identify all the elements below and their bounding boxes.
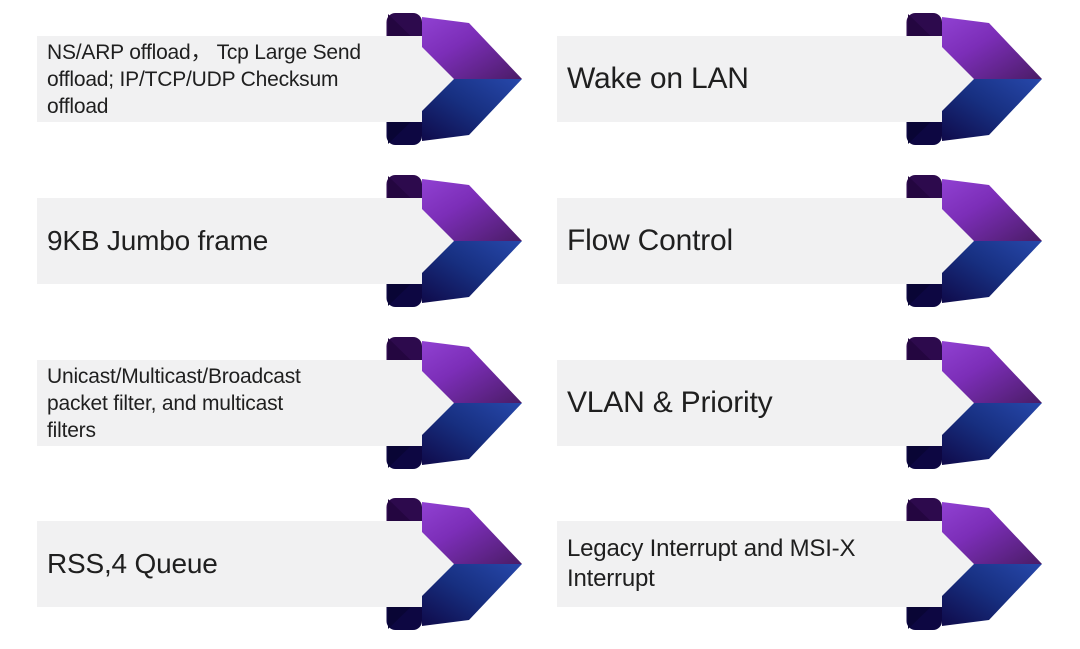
feature-bar: Flow Control: [557, 198, 907, 284]
feature-label: VLAN & Priority: [567, 386, 773, 419]
feature-label: Legacy Interrupt and MSI-X Interrupt: [567, 535, 856, 592]
feature-item: Legacy Interrupt and MSI-X Interrupt: [557, 497, 1043, 631]
feature-bar: RSS,4 Queue: [37, 521, 387, 607]
feature-item: NS/ARP offload， Tcp Large Send offload; …: [37, 12, 523, 146]
feature-bar: Unicast/Multicast/Broadcast packet filte…: [37, 360, 387, 446]
feature-bar: NS/ARP offload， Tcp Large Send offload; …: [37, 36, 387, 122]
feature-item: Flow Control: [557, 174, 1043, 308]
chevron-arrow-icon: [386, 498, 522, 630]
chevron-arrow-icon: [906, 498, 1042, 630]
feature-bar: Legacy Interrupt and MSI-X Interrupt: [557, 521, 907, 607]
feature-item: Wake on LAN: [557, 12, 1043, 146]
feature-label: 9KB Jumbo frame: [47, 225, 269, 256]
chevron-arrow-icon: [386, 337, 522, 469]
feature-item: RSS,4 Queue: [37, 497, 523, 631]
feature-label: NS/ARP offload， Tcp Large Send offload; …: [47, 40, 361, 118]
chevron-arrow-icon: [906, 175, 1042, 307]
feature-label: Unicast/Multicast/Broadcast packet filte…: [47, 364, 301, 442]
feature-item: VLAN & Priority: [557, 336, 1043, 470]
feature-label: RSS,4 Queue: [47, 548, 218, 579]
chevron-arrow-icon: [906, 337, 1042, 469]
chevron-arrow-icon: [386, 175, 522, 307]
chevron-arrow-icon: [386, 13, 522, 145]
feature-label: Wake on LAN: [567, 62, 749, 95]
feature-bar: 9KB Jumbo frame: [37, 198, 387, 284]
feature-item: 9KB Jumbo frame: [37, 174, 523, 308]
feature-label: Flow Control: [567, 224, 733, 257]
feature-item: Unicast/Multicast/Broadcast packet filte…: [37, 336, 523, 470]
feature-bar: Wake on LAN: [557, 36, 907, 122]
feature-bar: VLAN & Priority: [557, 360, 907, 446]
chevron-arrow-icon: [906, 13, 1042, 145]
